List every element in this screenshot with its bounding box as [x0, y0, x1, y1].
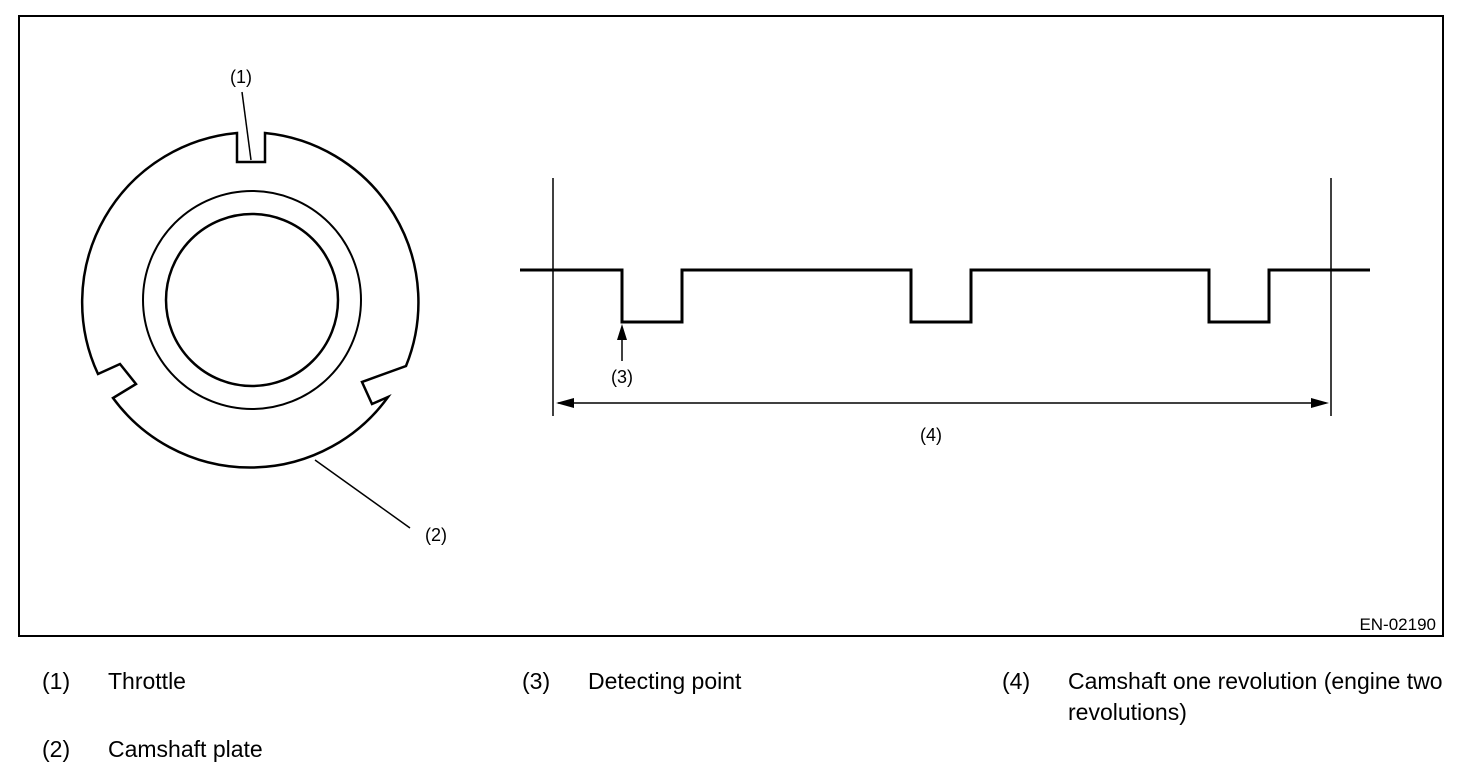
legend-text-camshaft-revolution: Camshaft one revolution (engine two revo…	[1068, 668, 1443, 725]
legend-text-throttle: Throttle	[108, 668, 186, 694]
legend-text-camshaft-plate: Camshaft plate	[108, 736, 263, 762]
camshaft-plate-hub	[164, 212, 340, 388]
legend-text-detecting-point: Detecting point	[588, 668, 742, 694]
callout-4: (4)	[920, 425, 942, 445]
leader-line-throttle	[241, 91, 252, 161]
leader-line-camshaft-plate	[314, 459, 411, 529]
camshaft-plate-outline	[80, 131, 420, 469]
detecting-point-arrowhead	[617, 324, 627, 340]
legend-num-4: (4)	[1002, 668, 1031, 694]
callout-3: (3)	[611, 367, 633, 387]
figure-code: EN-02190	[1359, 615, 1436, 634]
callout-2: (2)	[425, 525, 447, 545]
callout-1: (1)	[230, 67, 252, 87]
figure-frame	[18, 15, 1444, 637]
legend-num-2: (2)	[42, 736, 71, 762]
legend-num-1: (1)	[42, 668, 71, 694]
camshaft-plate-inner-ring	[142, 190, 362, 410]
legend-num-3: (3)	[522, 668, 551, 694]
dimension-arrowhead-left	[556, 398, 574, 408]
signal-waveform	[520, 268, 1370, 324]
dimension-arrowhead-right	[1311, 398, 1329, 408]
